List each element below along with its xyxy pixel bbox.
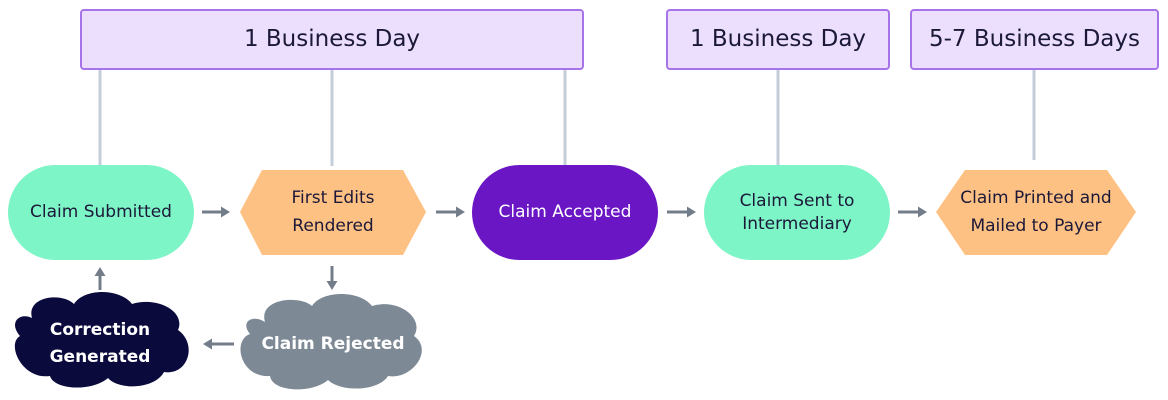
claim-printed-label-line2: Mailed to Payer bbox=[970, 215, 1102, 236]
arrow-submitted-to-edits bbox=[202, 206, 230, 218]
arrow-edits-to-accepted bbox=[436, 206, 465, 218]
claim-printed-label-line1: Claim Printed and bbox=[960, 188, 1112, 209]
claim-rejected-cloud bbox=[240, 294, 422, 390]
header-1-business-day-intermediary: 1 Business Day bbox=[666, 9, 890, 70]
first-edits-label-line1: First Edits bbox=[291, 188, 375, 209]
claim-printed-hexagon bbox=[936, 170, 1136, 255]
arrow-correction-to-submitted bbox=[94, 267, 106, 290]
correction-generated-label: Correction Generated bbox=[10, 298, 190, 390]
first-edits-label-line2: Rendered bbox=[292, 215, 374, 236]
header-1-business-day: 1 Business Day bbox=[80, 9, 584, 70]
correction-label-line2: Generated bbox=[49, 347, 151, 367]
claim-sent-label-line2: Intermediary bbox=[742, 213, 852, 234]
claim-rejected-label: Claim Rejected bbox=[261, 334, 405, 355]
first-edits-hexagon bbox=[240, 170, 426, 255]
correction-label-line1: Correction bbox=[49, 319, 151, 340]
arrow-sent-to-printed bbox=[898, 206, 927, 218]
arrow-rejected-to-correction bbox=[203, 338, 234, 350]
header-5-7-business-days: 5-7 Business Days bbox=[910, 9, 1159, 70]
claim-printed-label: Claim Printed and Mailed to Payer bbox=[936, 170, 1136, 255]
claim-sent-label-line1: Claim Sent to bbox=[739, 190, 855, 211]
claim-accepted-node: Claim Accepted bbox=[472, 165, 658, 260]
claim-sent-node: Claim Sent to Intermediary bbox=[704, 165, 890, 260]
correction-cloud bbox=[14, 292, 189, 388]
first-edits-label: First Edits Rendered bbox=[240, 170, 426, 255]
arrow-accepted-to-sent bbox=[667, 206, 696, 218]
claim-submitted-node: Claim Submitted bbox=[8, 165, 194, 260]
arrow-edits-to-rejected bbox=[326, 266, 338, 290]
